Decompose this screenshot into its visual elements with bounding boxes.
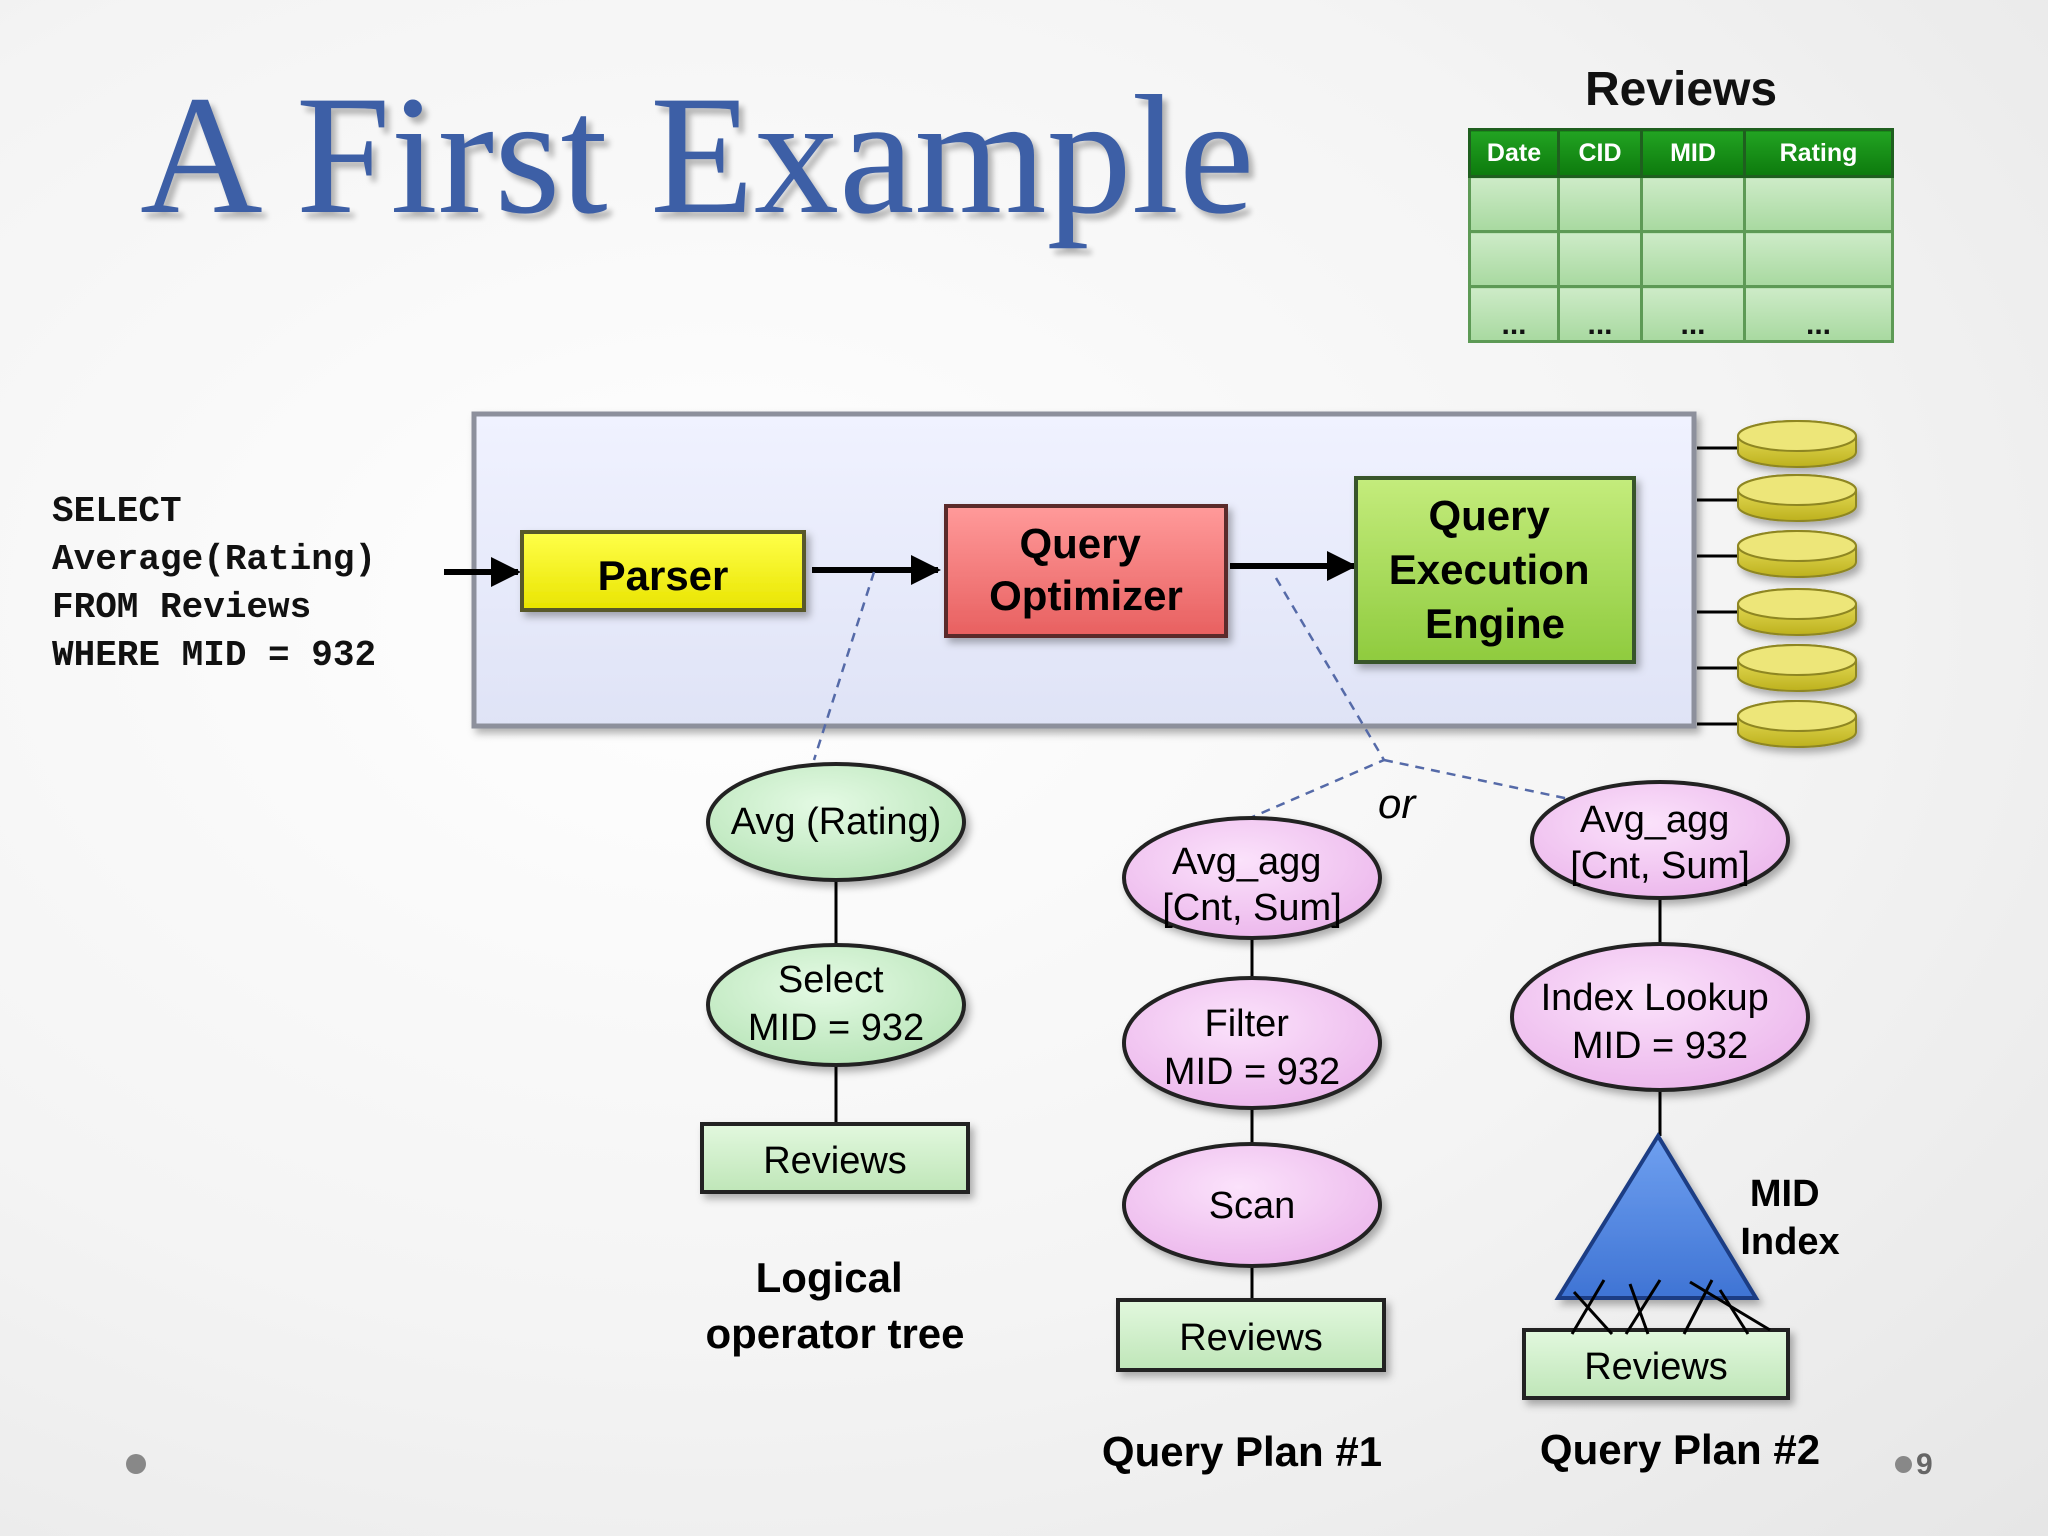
plan1-scan-label: Scan bbox=[1209, 1185, 1296, 1227]
or-label: or bbox=[1378, 780, 1417, 827]
logical-select-label: Select MID = 932 bbox=[748, 959, 924, 1049]
slide-title: A First Example bbox=[140, 61, 1255, 249]
table-cell bbox=[1468, 230, 1560, 288]
mid-index-triangle bbox=[1554, 1132, 1760, 1300]
disk-icon bbox=[1737, 644, 1857, 692]
disk-icon bbox=[1737, 700, 1857, 748]
mid-index-label-line: MID bbox=[1750, 1173, 1820, 1215]
sql-line: SELECT bbox=[52, 491, 182, 532]
logical-tree-caption-line: Logical bbox=[756, 1254, 903, 1301]
logical-tree-caption: Logical operator tree bbox=[705, 1254, 964, 1357]
mid-index-label: MID Index bbox=[1740, 1173, 1839, 1263]
plan2-index-lookup-label: Index Lookup MID = 932 bbox=[1541, 977, 1780, 1067]
index-pointer-lines bbox=[1570, 1279, 1771, 1336]
mid-index-label-line: Index bbox=[1740, 1221, 1839, 1263]
plan2-avg-agg-node bbox=[1530, 780, 1790, 900]
logical-select-node bbox=[706, 943, 966, 1067]
slide-bullet-dot bbox=[1895, 1456, 1912, 1473]
logical-reviews-table-label: Reviews bbox=[763, 1140, 907, 1182]
query-optimizer-box bbox=[944, 504, 1228, 638]
logical-avg-node bbox=[706, 762, 966, 882]
query-execution-engine-box bbox=[1354, 476, 1636, 664]
table-cell: ... bbox=[1640, 285, 1746, 343]
query-optimizer-label: Query Optimizer bbox=[989, 520, 1183, 619]
table-cell: ... bbox=[1468, 285, 1560, 343]
plan1-avg-agg-label: Avg_agg [Cnt, Sum] bbox=[1162, 841, 1342, 929]
plan1-avg-agg-label-line: [Cnt, Sum] bbox=[1162, 887, 1342, 929]
plan1-filter-label-line: MID = 932 bbox=[1164, 1051, 1340, 1093]
table-row bbox=[1468, 175, 1894, 233]
disk-stack bbox=[1697, 420, 1857, 748]
parser-output-dashed-line bbox=[812, 571, 876, 761]
plan2-index-lookup-label-line: MID = 932 bbox=[1572, 1025, 1748, 1067]
plan1-scan-label-line: Scan bbox=[1209, 1185, 1296, 1227]
plan1-filter-label: Filter MID = 932 bbox=[1164, 1003, 1340, 1093]
query-optimizer-label-line: Optimizer bbox=[989, 572, 1183, 619]
table-cell bbox=[1557, 175, 1643, 233]
table-row: ... ... ... ... bbox=[1468, 285, 1894, 343]
plan1-scan-node bbox=[1122, 1142, 1382, 1268]
table-cell bbox=[1640, 230, 1746, 288]
plan2-avg-agg-label: Avg_agg [Cnt, Sum] bbox=[1570, 799, 1750, 887]
sql-query: SELECT Average(Rating) FROM Reviews WHER… bbox=[52, 488, 376, 680]
plan2-index-lookup-label-line: Index Lookup bbox=[1541, 977, 1769, 1019]
disk-icon bbox=[1737, 588, 1857, 636]
plan1-reviews-table-node bbox=[1116, 1298, 1386, 1372]
query-optimizer-label-line: Query bbox=[1019, 520, 1141, 567]
reviews-table: Date CID MID Rating ... ... ... ... bbox=[1468, 128, 1894, 343]
plan1-caption: Query Plan #1 bbox=[1102, 1428, 1382, 1475]
slide-number: 9 bbox=[1916, 1448, 1933, 1481]
slide-bullet-dot bbox=[126, 1454, 146, 1474]
query-execution-engine-label: Query Execution Engine bbox=[1389, 492, 1601, 647]
plan1-avg-agg-node bbox=[1122, 816, 1382, 940]
plan1-filter-node bbox=[1122, 976, 1382, 1110]
sql-line: WHERE MID = 932 bbox=[52, 635, 377, 676]
sql-line: FROM Reviews bbox=[52, 587, 312, 628]
parser-label: Parser bbox=[598, 552, 729, 599]
plan2-index-lookup-node bbox=[1510, 942, 1810, 1092]
parser-box bbox=[520, 530, 806, 612]
plan1-avg-agg-label-line: Avg_agg bbox=[1172, 841, 1321, 883]
column-header-cid: CID bbox=[1557, 128, 1643, 178]
optimizer-output-dashed-line-right bbox=[1383, 758, 1575, 802]
disk-icon bbox=[1737, 420, 1857, 468]
table-cell bbox=[1640, 175, 1746, 233]
query-execution-engine-label-line: Engine bbox=[1425, 600, 1565, 647]
logical-tree-caption-line: operator tree bbox=[705, 1310, 964, 1357]
column-header-mid: MID bbox=[1640, 128, 1746, 178]
table-cell: ... bbox=[1743, 285, 1894, 343]
disk-icon bbox=[1737, 474, 1857, 522]
plan2-reviews-table-label: Reviews bbox=[1584, 1346, 1728, 1388]
table-cell: ... bbox=[1557, 285, 1643, 343]
plan2-caption: Query Plan #2 bbox=[1540, 1426, 1820, 1473]
disk-icon bbox=[1737, 530, 1857, 578]
plan2-reviews-table-node bbox=[1522, 1328, 1790, 1400]
column-header-date: Date bbox=[1468, 128, 1560, 178]
logical-select-label-line: Select bbox=[778, 959, 884, 1001]
column-header-rating: Rating bbox=[1743, 128, 1894, 178]
plan2-avg-agg-label-line: Avg_agg bbox=[1580, 799, 1729, 841]
table-cell bbox=[1743, 175, 1894, 233]
table-cell bbox=[1557, 230, 1643, 288]
logical-avg-label: Avg (Rating) bbox=[731, 801, 942, 843]
query-execution-engine-label-line: Execution bbox=[1389, 546, 1590, 593]
plan1-reviews-table-label: Reviews bbox=[1179, 1317, 1323, 1359]
table-cell bbox=[1468, 175, 1560, 233]
query-execution-engine-label-line: Query bbox=[1428, 492, 1550, 539]
logical-avg-label-line: Avg (Rating) bbox=[731, 801, 942, 843]
sql-line: Average(Rating) bbox=[52, 539, 377, 580]
reviews-table-header-row: Date CID MID Rating bbox=[1468, 128, 1894, 178]
logical-reviews-table-node bbox=[700, 1122, 970, 1194]
plan1-filter-label-line: Filter bbox=[1204, 1003, 1289, 1045]
logical-select-label-line: MID = 932 bbox=[748, 1007, 924, 1049]
plan2-avg-agg-label-line: [Cnt, Sum] bbox=[1570, 845, 1750, 887]
table-cell bbox=[1743, 230, 1894, 288]
reviews-table-title: Reviews bbox=[1584, 63, 1778, 116]
table-row bbox=[1468, 230, 1894, 288]
